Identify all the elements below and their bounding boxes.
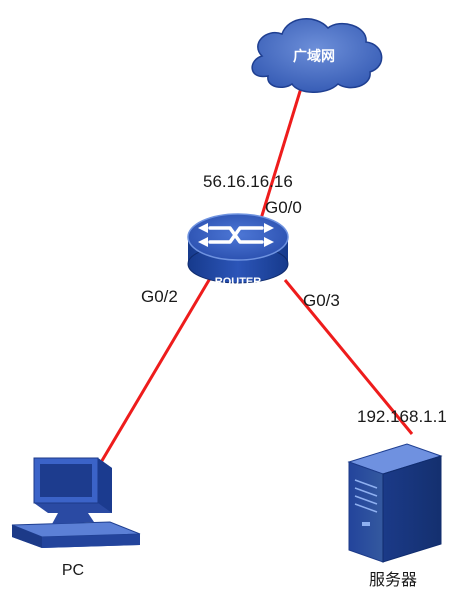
router-ip-label: 56.16.16.16 xyxy=(203,172,293,191)
link-router-pc xyxy=(98,274,214,465)
router-label: ROUTER xyxy=(215,276,262,288)
router-icon: ROUTER xyxy=(187,213,289,288)
server-label: 服务器 xyxy=(369,571,417,589)
interface-label-g0-2: G0/2 xyxy=(141,287,178,306)
wan-label: 广域网 xyxy=(293,48,335,65)
server-ip-label: 192.168.1.1 xyxy=(357,407,447,426)
pc-icon xyxy=(11,457,141,548)
interface-label-g0-0: G0/0 xyxy=(265,198,302,217)
server-icon xyxy=(347,443,443,563)
pc-label: PC xyxy=(62,562,84,579)
link-router-wan xyxy=(258,74,307,223)
wan-cloud: 广域网 xyxy=(251,18,383,93)
link-router-server xyxy=(283,279,414,435)
interface-label-g0-3: G0/3 xyxy=(303,291,340,310)
